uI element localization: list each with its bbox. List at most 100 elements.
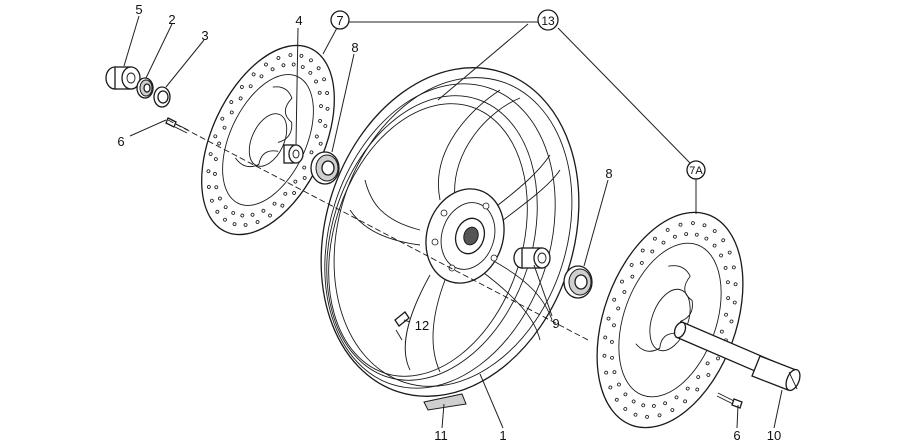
- disc-hole: [706, 373, 711, 377]
- disc-hole: [650, 249, 655, 254]
- disc-hole: [617, 382, 621, 387]
- disc-hole: [721, 238, 726, 243]
- disc-hole: [261, 208, 266, 213]
- callout-8-left: 8: [351, 40, 358, 55]
- disc-hole: [651, 404, 656, 408]
- disc-hole: [272, 201, 277, 206]
- disc-hole: [270, 67, 275, 72]
- disc-hole: [724, 312, 728, 317]
- disc-hole: [629, 263, 634, 267]
- callout-6-right: 6: [733, 428, 740, 442]
- disc-hole: [612, 323, 616, 328]
- wheel-rim: [320, 67, 580, 397]
- disc-hole: [606, 316, 611, 321]
- callout-1: 1: [499, 428, 506, 442]
- disc-hole: [223, 205, 228, 210]
- disc-hole: [319, 104, 323, 108]
- callout-5: 5: [135, 2, 142, 17]
- disc-hole: [268, 213, 272, 218]
- disc-hole: [663, 401, 667, 406]
- disc-hole: [695, 387, 700, 392]
- disc-hole: [288, 53, 293, 57]
- disc-hole: [213, 134, 218, 139]
- callout-2: 2: [168, 12, 175, 27]
- right-disc-bolt: [716, 392, 743, 409]
- disc-hole: [251, 72, 256, 77]
- disc-hole: [250, 212, 255, 217]
- disc-hole: [291, 62, 296, 67]
- disc-hole: [325, 91, 330, 95]
- left-brake-disc: [201, 44, 335, 236]
- disc-hole: [609, 340, 614, 344]
- right-spacer: [513, 247, 551, 269]
- disc-hole: [614, 397, 619, 402]
- disc-hole: [657, 413, 662, 418]
- disc-hole: [661, 240, 666, 245]
- callout-12: 12: [415, 318, 429, 333]
- disc-hole: [602, 353, 607, 358]
- disc-hole: [206, 169, 211, 174]
- left-dust-seal: [105, 66, 141, 90]
- disc-hole: [694, 232, 699, 237]
- disc-hole: [317, 90, 322, 95]
- disc-hole: [318, 118, 322, 123]
- callout-8-right: 8: [605, 166, 612, 181]
- disc-hole: [206, 185, 211, 189]
- disc-hole: [214, 157, 218, 162]
- disc-hole: [318, 141, 323, 146]
- disc-hole: [213, 172, 217, 176]
- disc-hole: [309, 58, 313, 63]
- disc-hole: [283, 191, 288, 196]
- balance-weight: [423, 393, 467, 411]
- left-bearing-small: [136, 77, 154, 99]
- callout-circle-7: [330, 10, 350, 30]
- callout-4: 4: [295, 13, 302, 28]
- disc-hole: [678, 222, 683, 227]
- disc-hole: [322, 77, 327, 82]
- disc-hole: [223, 217, 227, 222]
- callout-11: 11: [434, 428, 448, 442]
- disc-hole: [612, 370, 617, 375]
- disc-hole: [683, 399, 687, 404]
- callout-circle-7a: [686, 160, 706, 180]
- disc-hole: [712, 243, 717, 248]
- disc-hole: [732, 300, 737, 305]
- disc-hole: [239, 85, 244, 89]
- disc-hole: [631, 399, 636, 404]
- disc-hole: [209, 198, 214, 203]
- disc-hole: [733, 282, 738, 287]
- disc-hole: [731, 265, 736, 270]
- disc-hole: [685, 386, 690, 391]
- disc-hole: [645, 414, 649, 419]
- disc-hole: [723, 265, 728, 270]
- disc-hole: [653, 236, 657, 241]
- disc-hole: [616, 306, 621, 311]
- disc-hole: [214, 185, 219, 190]
- disc-hole: [673, 234, 677, 239]
- disc-hole: [276, 56, 281, 60]
- callout-6-left: 6: [117, 134, 124, 149]
- disc-hole: [281, 63, 286, 68]
- disc-hole: [729, 319, 734, 324]
- disc-hole: [691, 221, 695, 226]
- callout-13: 13: [541, 14, 555, 28]
- disc-hole: [623, 407, 628, 411]
- disc-hole: [299, 53, 304, 58]
- disc-hole: [293, 179, 298, 184]
- left-bearing: [310, 151, 340, 185]
- disc-hole: [243, 223, 248, 227]
- disc-hole: [674, 395, 679, 400]
- disc-hole: [640, 248, 645, 253]
- disc-hole: [231, 211, 236, 215]
- disc-hole: [302, 165, 307, 170]
- disc-hole: [309, 150, 314, 155]
- disc-hole: [208, 152, 213, 156]
- leader-lines: [123, 15, 783, 429]
- disc-hole: [215, 209, 220, 214]
- disc-hole: [705, 361, 710, 366]
- disc-hole: [300, 65, 305, 69]
- disc-hole: [220, 116, 225, 121]
- disc-hole: [622, 290, 627, 294]
- disc-hole: [217, 141, 222, 146]
